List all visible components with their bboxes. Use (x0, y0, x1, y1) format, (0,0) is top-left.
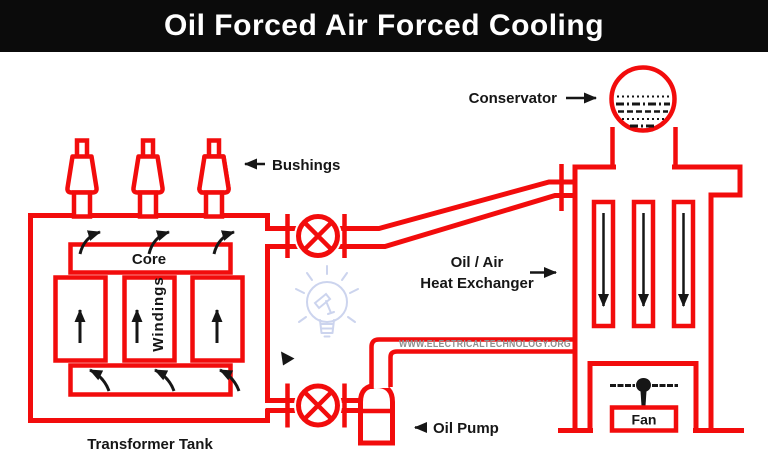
heat-exchanger-label-line1: Oil / Air (451, 254, 504, 271)
cooling-tube-3 (671, 199, 696, 329)
bushings (65, 138, 231, 219)
winding-middle (122, 275, 177, 363)
cooling-diagram: WWW.ELECTRICALTECHNOLOGY.ORG (28, 65, 744, 453)
fan-box (609, 405, 679, 433)
core-label: Core (132, 251, 166, 268)
valve-top-cross (302, 220, 334, 252)
fan: Fan (609, 378, 679, 433)
convection-arrow-bottom-3 (219, 368, 241, 392)
cursor-icon (281, 351, 295, 366)
conservator-tank-circle (609, 65, 677, 133)
conservator (609, 65, 678, 170)
fan-label: Fan (632, 412, 657, 428)
convection-arrow-top-2 (147, 230, 170, 255)
valve-bottom (285, 381, 347, 430)
valve-top-flange-ticks (285, 214, 347, 258)
bushing-3 (197, 138, 231, 219)
convection-arrow-bottom-1 (89, 368, 111, 392)
cooling-tube-2 (631, 199, 656, 329)
heat-exchanger-legs (587, 361, 699, 431)
core-bottom-bar (68, 363, 233, 397)
bulb-watermark-icon (295, 265, 359, 338)
bushings-label: Bushings (272, 157, 340, 174)
valve-top (285, 212, 347, 260)
watermark-url-text: WWW.ELECTRICALTECHNOLOGY.ORG (399, 339, 571, 350)
pipe-pump-to-exchanger: WWW.ELECTRICALTECHNOLOGY.ORG (369, 337, 576, 389)
bushing-2 (131, 138, 165, 219)
winding-left (53, 275, 108, 363)
cooling-tube-1 (591, 199, 616, 329)
valve-bottom-cross (302, 390, 334, 421)
convection-arrow-top-1 (78, 230, 101, 255)
oil-level-lines (616, 95, 670, 128)
fan-stem (640, 391, 647, 406)
heat-exchanger-outline (572, 164, 743, 433)
conservator-label: Conservator (469, 90, 558, 107)
callouts: Conservator Bushings Oil / Air Heat Exch… (87, 90, 597, 453)
core-top-bar (68, 242, 233, 275)
transformer-tank-label: Transformer Tank (87, 436, 213, 453)
oil-pump-label: Oil Pump (433, 420, 499, 437)
page-title: Oil Forced Air Forced Cooling (163, 9, 605, 42)
title-banner: Oil Forced Air Forced Cooling (0, 0, 768, 52)
core-and-windings: Core Windings (53, 230, 245, 397)
convection-arrow-bottom-2 (154, 368, 176, 392)
winding-right (190, 275, 245, 363)
fan-hub-icon (636, 378, 651, 392)
oil-pump-body (358, 382, 395, 446)
convection-arrow-top-3 (212, 230, 235, 255)
windings-label: Windings (150, 276, 167, 351)
bushing-1 (65, 138, 99, 219)
heat-exchanger-label-line2: Heat Exchanger (420, 275, 534, 292)
valve-bottom-flange-ticks (285, 383, 347, 428)
heat-exchanger (558, 164, 744, 433)
